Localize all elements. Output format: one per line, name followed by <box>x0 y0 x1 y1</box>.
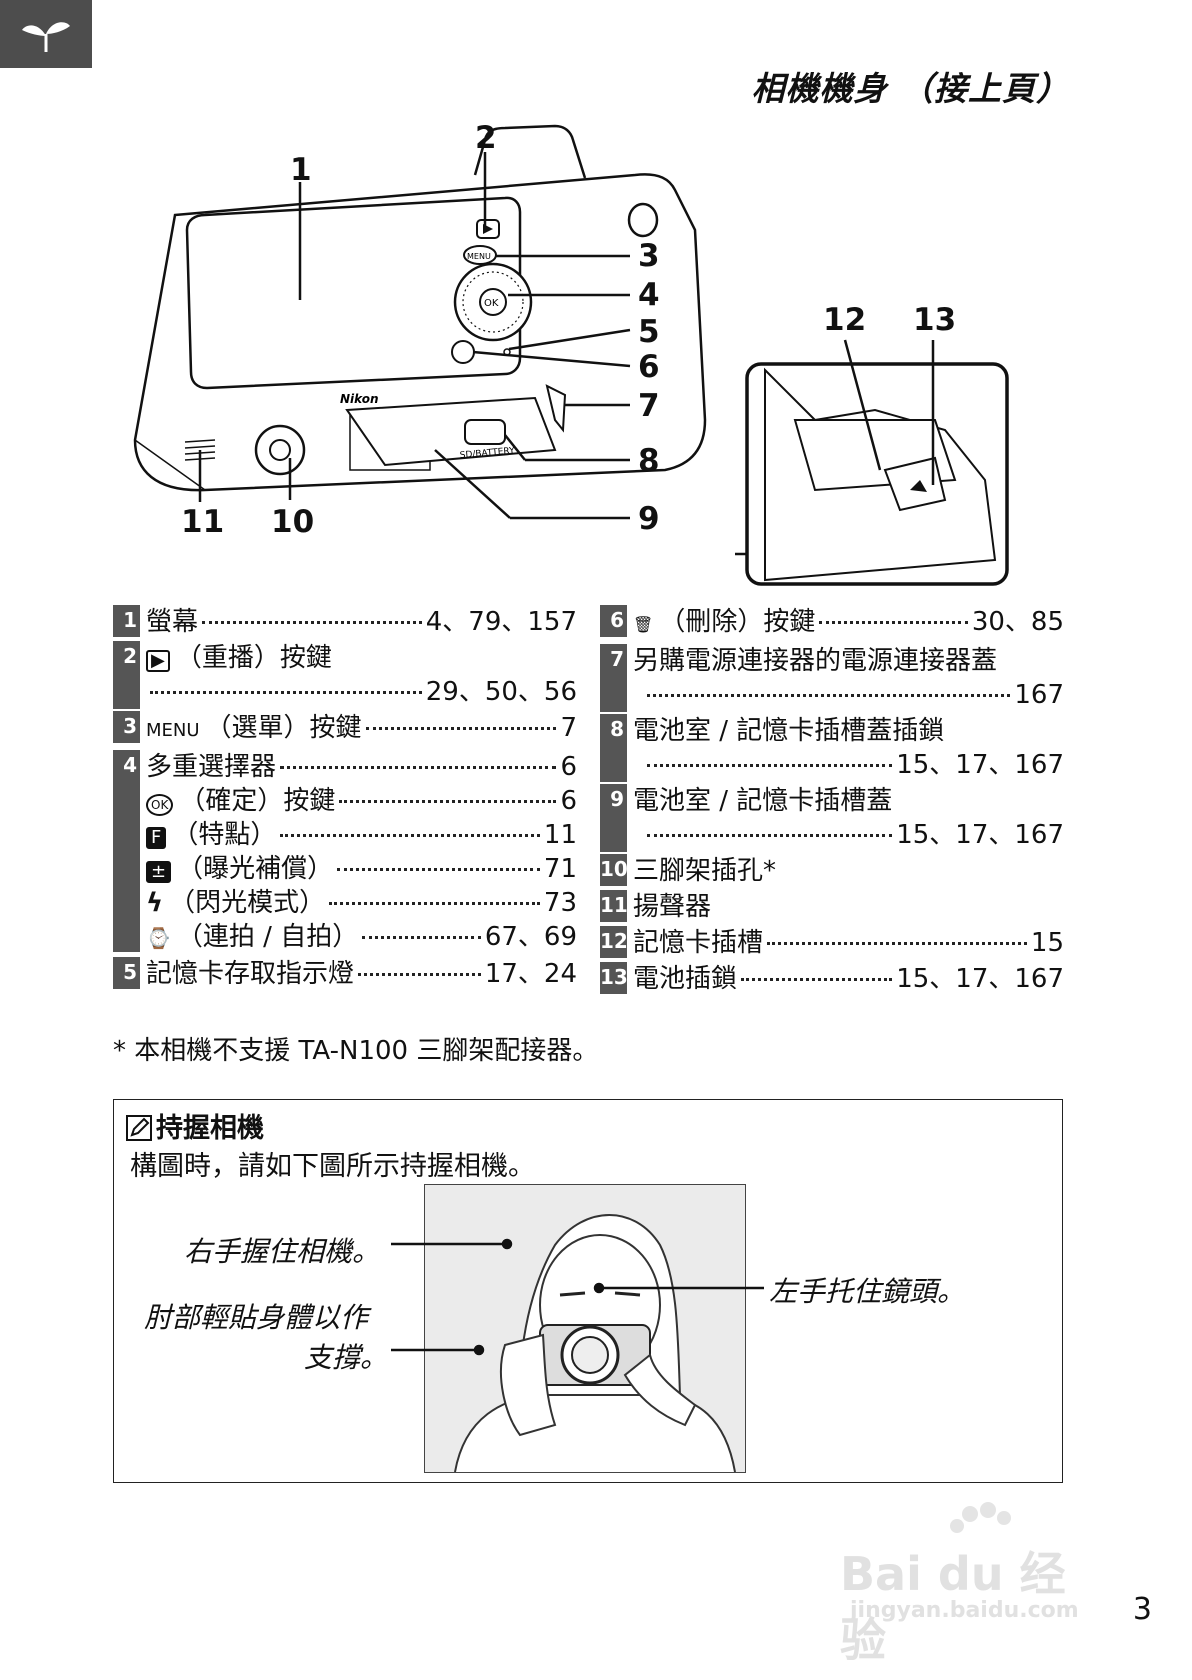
playback-icon: ▶ <box>146 650 170 672</box>
callout-5: 5 <box>638 314 660 350</box>
legend-item-8: 8 電池室 / 記憶卡插槽蓋插鎖 15、17、167 <box>600 714 1064 782</box>
tip-title: 持握相機 <box>126 1106 264 1145</box>
svg-text:SD/BATTERY: SD/BATTERY <box>459 446 515 461</box>
callout-13: 13 <box>913 302 956 338</box>
brand-logo: Nikon <box>340 392 379 406</box>
pencil-note-icon <box>126 1115 152 1141</box>
connector-cover[interactable] <box>545 384 567 433</box>
holding-camera-illustration <box>424 1184 746 1473</box>
tip-box: 持握相機 構圖時，請如下圖所示持握相機。 右手握住相機。 肘部輕貼身體以作 支撐… <box>113 1099 1063 1483</box>
right-hand-caption: 右手握住相機。 <box>184 1235 381 1268</box>
watermark: Bai du 经验 jingyan.baidu.com <box>840 1500 1100 1667</box>
legend-item-7: 7 另購電源連接器的電源連接器蓋 167 <box>600 644 1064 712</box>
flash-icon: ϟ <box>146 888 164 918</box>
callout-10: 10 <box>271 504 314 540</box>
menu-icon: MENU <box>146 720 200 741</box>
legend-item-9: 9 電池室 / 記憶卡插槽蓋 15、17、167 <box>600 784 1064 852</box>
ok-icon: OK <box>146 794 174 816</box>
camera-back-diagram: Nikon MENU OK SD/BATTERY 1 2 3 4 <box>133 120 707 540</box>
battery-inset-diagram: 12 13 <box>735 302 1009 586</box>
exposure-compensation-icon: ± <box>146 861 172 883</box>
battery-latch[interactable] <box>883 456 947 512</box>
caption-leader-lines <box>391 1238 764 1356</box>
svg-text:OK: OK <box>484 298 499 309</box>
section-tab <box>0 0 92 68</box>
sprout-icon <box>22 22 70 52</box>
callout-8: 8 <box>638 443 660 479</box>
battery-cover[interactable] <box>345 396 557 467</box>
self-timer-icon: ⌚ <box>146 926 171 950</box>
watermark-url: jingyan.baidu.com <box>850 1598 1079 1623</box>
callout-12: 12 <box>823 302 866 338</box>
delete-button[interactable] <box>451 340 475 364</box>
callout-3: 3 <box>638 238 660 274</box>
page-title: 相機機身 （接上頁） <box>751 69 1070 108</box>
tip-body: 構圖時，請如下圖所示持握相機。 <box>130 1151 535 1182</box>
ok-button[interactable] <box>479 288 507 316</box>
trash-icon: 🗑 <box>633 615 654 634</box>
callout-1: 1 <box>290 152 312 188</box>
svg-text:MENU: MENU <box>467 252 491 261</box>
left-hand-caption: 左手托住鏡頭。 <box>769 1275 966 1308</box>
legend-item-11: 11 揚聲器 <box>600 890 712 922</box>
callout-6: 6 <box>638 349 660 385</box>
legend-item-2: 2 ▶（重播）按鍵 29、50、56 <box>113 641 577 709</box>
callout-4: 4 <box>638 277 660 313</box>
monitor-screen <box>185 196 522 390</box>
callout-2: 2 <box>475 120 497 156</box>
callout-7: 7 <box>638 388 660 424</box>
watermark-brand: Bai du 经验 <box>840 1547 1066 1667</box>
callout-9: 9 <box>638 501 660 537</box>
elbow-caption-line1: 肘部輕貼身體以作 <box>144 1301 369 1334</box>
feature-icon: F <box>146 827 167 849</box>
legend-item-10: 10 三腳架插孔* <box>600 854 777 886</box>
paw-logo-icon <box>950 1502 1011 1533</box>
elbow-caption-line2: 支撐。 <box>304 1341 389 1374</box>
page-number: 3 <box>1132 1592 1152 1627</box>
callout-11: 11 <box>181 504 224 540</box>
footnote: * 本相機不支援 TA-N100 三腳架配接器。 <box>113 1036 599 1066</box>
cover-latch[interactable] <box>464 419 506 445</box>
